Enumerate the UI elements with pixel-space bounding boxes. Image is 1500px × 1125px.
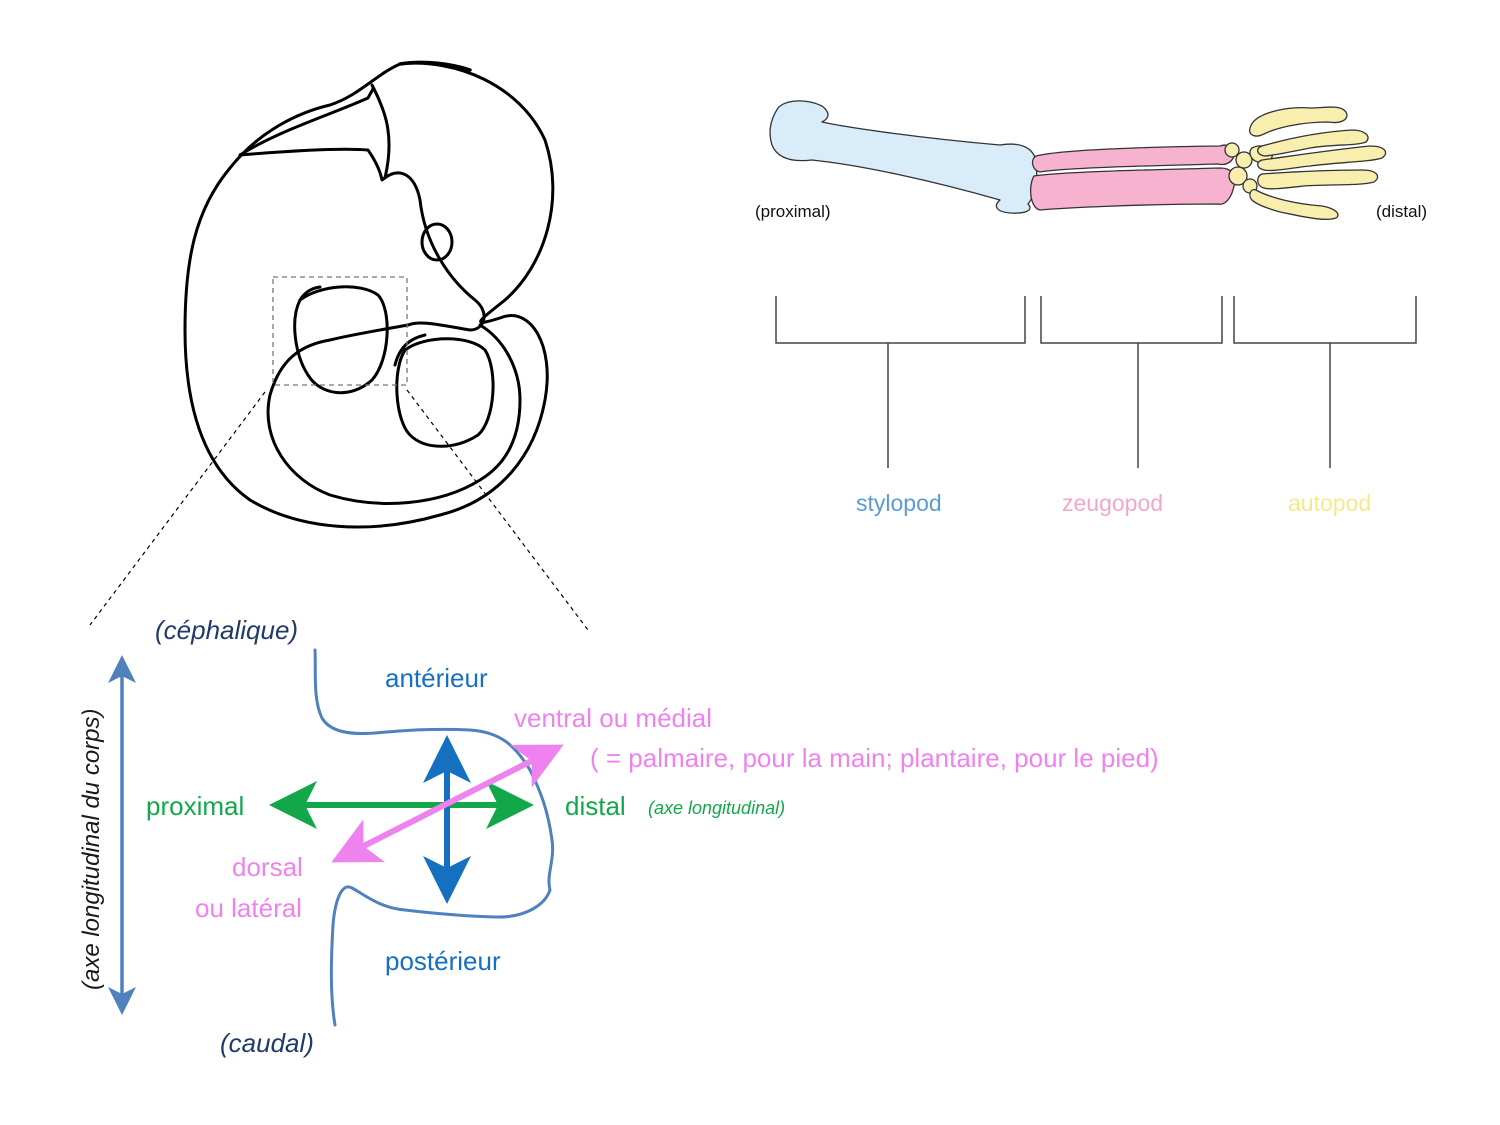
segment-brackets (775, 296, 1417, 468)
autopod-bones (1224, 106, 1387, 220)
ventral-dorsal-arrow (331, 744, 564, 863)
limb-proximal-label: (proximal) (755, 202, 831, 221)
embryo-upper-limb (293, 285, 389, 395)
zoom-line-left (89, 391, 266, 626)
zoom-line-right (406, 389, 589, 631)
limb-skeleton (769, 100, 1387, 220)
limb-outline (313, 648, 555, 1027)
zeugopod-bone-upper (1031, 144, 1235, 173)
ventral-label: ventral ou médial (514, 703, 712, 733)
dorsal-label: dorsal (232, 852, 303, 882)
stylopod-bone (769, 100, 1038, 214)
zeugopod-label: zeugopod (1062, 490, 1164, 516)
bracket-zeugopod (1040, 296, 1223, 344)
posterior-label: postérieur (385, 946, 501, 976)
embryo-eye (420, 222, 454, 262)
ventral-note-label: ( = palmaire, pour la main; plantaire, p… (590, 743, 1159, 773)
stylopod-label: stylopod (856, 490, 942, 516)
embryo-head-top (398, 60, 472, 72)
proximal-label: proximal (146, 791, 245, 821)
bracket-stylopod (775, 296, 1026, 344)
zoom-box (272, 276, 408, 386)
embryo-inner-contour (238, 147, 522, 505)
embryo-lower-limb (395, 337, 495, 448)
lateral-label: ou latéral (195, 893, 302, 923)
distal-label: distal (565, 791, 626, 821)
embryo-head-fold (238, 83, 391, 180)
distal-note-label: (axe longitudinal) (648, 798, 786, 818)
anterior-label: antérieur (385, 663, 488, 693)
embryo-outline (183, 61, 555, 529)
bracket-autopod (1233, 296, 1417, 344)
limb-distal-label: (distal) (1376, 202, 1428, 221)
caudal-label: (caudal) (220, 1028, 314, 1058)
body-axis-label: (axe longitudinal du corps) (78, 708, 105, 991)
embryo-drawing (183, 60, 555, 529)
cephalic-label: (céphalique) (155, 615, 299, 645)
autopod-label: autopod (1288, 490, 1372, 516)
zeugopod-bone-lower (1029, 167, 1236, 211)
